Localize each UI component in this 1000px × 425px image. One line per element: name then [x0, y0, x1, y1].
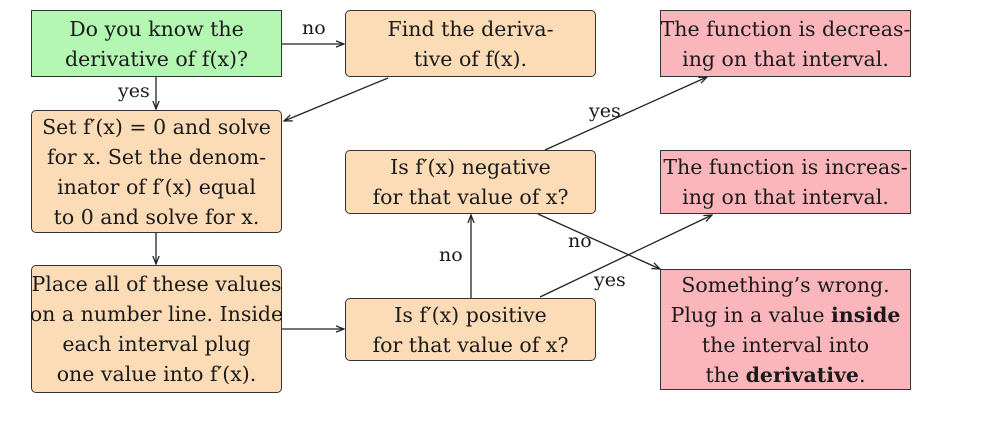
node-find-derivative-line1: Find the deriva-: [387, 16, 554, 41]
node-set-zero-line2: for x. Set the denom-: [46, 144, 267, 169]
node-wrong-line4-post: .: [858, 362, 866, 387]
node-decreasing: The function is decreas- ing on that int…: [660, 10, 911, 77]
node-wrong-line2: Plug in a value inside: [671, 300, 901, 330]
node-wrong-line4-bold: derivative: [745, 362, 859, 387]
node-increasing-line2: ing on that interval.: [682, 185, 889, 209]
node-is-positive-line2: for that value of x?: [372, 332, 569, 357]
node-set-zero-line1: Set f′(x) = 0 and solve: [42, 114, 271, 139]
node-place-values: Place all of these values on a number li…: [29, 265, 284, 393]
node-something-wrong: Something’s wrong. Plug in a value insid…: [660, 269, 911, 390]
node-know-derivative-line1: Do you know the: [69, 16, 244, 41]
node-set-zero: Set f′(x) = 0 and solve for x. Set the d…: [31, 110, 282, 233]
node-is-negative-line1: Is f′(x) negative: [390, 155, 551, 179]
node-wrong-line2-pre: Plug in a value: [670, 302, 831, 327]
node-wrong-line4: the derivative.: [706, 360, 866, 390]
node-place-values-line4: one value into f′(x).: [56, 362, 257, 386]
node-know-derivative: Do you know the derivative of f(x)?: [31, 10, 282, 77]
node-is-positive: Is f′(x) positive for that value of x?: [345, 298, 596, 361]
node-is-positive-line1: Is f′(x) positive: [394, 302, 547, 327]
node-know-derivative-line2: derivative of f(x)?: [64, 46, 249, 71]
node-place-values-line3: each interval plug: [62, 332, 251, 356]
node-set-zero-line4: to 0 and solve for x.: [53, 204, 260, 229]
node-place-values-line1: Place all of these values: [31, 272, 282, 296]
node-increasing: The function is increas- ing on that int…: [660, 150, 911, 214]
edge-negative-to-decreasing: [544, 77, 707, 151]
node-is-negative: Is f′(x) negative for that value of x?: [345, 150, 596, 214]
node-wrong-line1: Something’s wrong.: [681, 272, 890, 297]
node-increasing-line1: The function is increas-: [663, 155, 908, 179]
edge-label-positive-yes: yes: [594, 269, 626, 291]
node-decreasing-line1: The function is decreas-: [660, 16, 911, 41]
edge-label-negative-yes: yes: [589, 100, 621, 122]
edge-label-know-no: no: [302, 17, 326, 39]
edge-label-negative-no: no: [568, 230, 592, 252]
edge-negative-to-wrong: [537, 213, 660, 269]
node-find-derivative-line2: tive of f(x).: [413, 46, 528, 71]
node-find-derivative: Find the deriva- tive of f(x).: [345, 10, 596, 77]
node-is-negative-line2: for that value of x?: [372, 185, 569, 209]
node-decreasing-line2: ing on that interval.: [682, 46, 889, 71]
node-set-zero-line3: inator of f′(x) equal: [57, 174, 256, 199]
node-place-values-line2: on a number line. Inside: [29, 302, 284, 326]
node-wrong-line3: the interval into: [701, 332, 870, 357]
edge-positive-to-increasing: [539, 215, 712, 298]
node-wrong-line4-pre: the: [705, 362, 746, 387]
edge-label-know-yes: yes: [118, 80, 150, 102]
edge-find-to-set-zero: [284, 77, 389, 121]
node-wrong-line2-bold: inside: [831, 302, 901, 327]
edge-label-positive-no: no: [439, 244, 463, 266]
